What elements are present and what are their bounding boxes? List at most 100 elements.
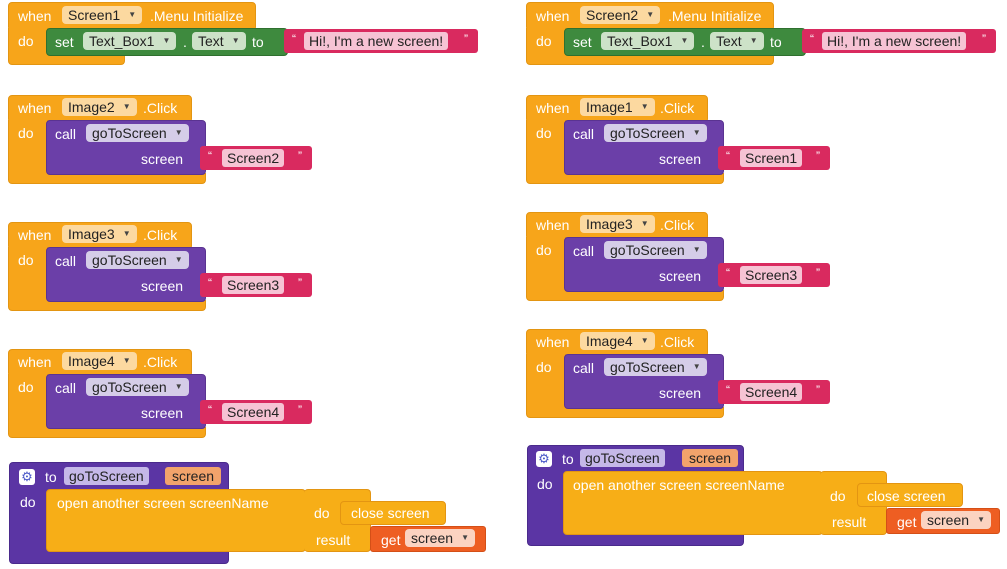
event-block-body: [8, 28, 48, 54]
get-keyword: get: [381, 532, 401, 548]
open-quote: “: [726, 149, 730, 163]
when-keyword: when: [536, 217, 570, 233]
text-string-block[interactable]: “ Screen2 ”: [200, 146, 312, 170]
variable-dropdown[interactable]: screen: [921, 511, 992, 529]
close-quote: ”: [816, 383, 820, 397]
procedure-param[interactable]: screen: [682, 449, 739, 467]
call-keyword: call: [573, 243, 595, 259]
close-quote: ”: [298, 276, 302, 290]
component-dropdown[interactable]: Screen1: [62, 6, 143, 24]
do-keyword: do: [830, 488, 846, 504]
text-string-value[interactable]: Hi!, I'm a new screen!: [822, 32, 967, 50]
text-string-block[interactable]: “ Screen1 ”: [718, 146, 830, 170]
text-string-value[interactable]: Screen4: [740, 383, 803, 401]
call-keyword: call: [55, 126, 77, 142]
set-keyword: set: [55, 34, 74, 50]
component-dropdown[interactable]: Screen2: [580, 6, 661, 24]
event-block-body: [526, 120, 566, 173]
text-string-block[interactable]: “ Screen3 ”: [718, 263, 830, 287]
text-string-value[interactable]: Screen3: [222, 276, 285, 294]
procedure-dropdown[interactable]: goToScreen: [604, 124, 707, 142]
variable-dropdown[interactable]: screen: [405, 529, 476, 547]
event-name: .Click: [143, 100, 178, 116]
property-dropdown[interactable]: Text: [710, 32, 764, 50]
component-dropdown[interactable]: Image3: [62, 225, 137, 243]
do-keyword: do: [314, 505, 330, 521]
screen-arg-label: screen: [659, 151, 702, 167]
close-quote: ”: [982, 32, 986, 46]
event-block-footer: [8, 300, 206, 311]
text-string-block[interactable]: “ Screen4 ”: [718, 380, 830, 404]
to-keyword: to: [252, 34, 264, 50]
close-quote: ”: [298, 403, 302, 417]
when-keyword: when: [536, 8, 570, 24]
open-quote: “: [208, 276, 212, 290]
property-dropdown[interactable]: Text: [192, 32, 246, 50]
procedure-dropdown[interactable]: goToScreen: [86, 251, 189, 269]
text-string-block[interactable]: “ Hi!, I'm a new screen! ”: [284, 29, 478, 53]
close-screen-block[interactable]: [340, 501, 446, 525]
when-keyword: when: [18, 8, 52, 24]
text-string-value[interactable]: Screen1: [740, 149, 803, 167]
procedure-name[interactable]: goToScreen: [580, 449, 665, 467]
when-keyword: when: [536, 100, 570, 116]
text-string-value[interactable]: Screen4: [222, 403, 285, 421]
open-quote: “: [292, 32, 296, 46]
open-another-screen-label: open another screen screenName: [57, 495, 269, 511]
procedure-dropdown[interactable]: goToScreen: [86, 124, 189, 142]
target-component-dropdown[interactable]: Text_Box1: [83, 32, 177, 50]
call-keyword: call: [55, 253, 77, 269]
text-string-value[interactable]: Screen2: [222, 149, 285, 167]
gear-icon[interactable]: ⚙: [19, 469, 35, 485]
procedure-name[interactable]: goToScreen: [64, 467, 149, 485]
component-dropdown[interactable]: Image4: [580, 332, 655, 350]
procedure-param[interactable]: screen: [165, 467, 222, 485]
event-name: .Click: [143, 227, 178, 243]
procedure-dropdown[interactable]: goToScreen: [86, 378, 189, 396]
text-string-block[interactable]: “ Hi!, I'm a new screen! ”: [802, 29, 996, 53]
event-block-body: [8, 374, 48, 427]
to-keyword: to: [770, 34, 782, 50]
component-dropdown[interactable]: Image1: [580, 98, 655, 116]
screen-arg-label: screen: [659, 268, 702, 284]
procedure-dropdown[interactable]: goToScreen: [604, 358, 707, 376]
when-keyword: when: [18, 227, 52, 243]
component-dropdown[interactable]: Image4: [62, 352, 137, 370]
event-name: .Click: [660, 100, 695, 116]
result-keyword: result: [832, 514, 867, 530]
open-another-screen-block[interactable]: [46, 489, 306, 552]
dot-separator: .: [701, 34, 705, 50]
text-string-value[interactable]: Screen3: [740, 266, 803, 284]
close-quote: ”: [298, 149, 302, 163]
screen-arg-label: screen: [141, 278, 184, 294]
open-quote: “: [726, 383, 730, 397]
to-keyword: to: [562, 451, 574, 467]
close-screen-label: close screen: [351, 505, 430, 521]
do-keyword: do: [18, 125, 34, 141]
close-quote: ”: [816, 266, 820, 280]
text-string-value[interactable]: Hi!, I'm a new screen!: [304, 32, 449, 50]
gear-icon[interactable]: ⚙: [536, 451, 552, 467]
component-dropdown[interactable]: Image2: [62, 98, 137, 116]
do-keyword: do: [18, 33, 34, 49]
call-keyword: call: [573, 360, 595, 376]
screen-arg-label: screen: [659, 385, 702, 401]
event-block-footer: [526, 173, 724, 184]
when-keyword: when: [536, 334, 570, 350]
close-screen-label: close screen: [867, 488, 946, 504]
do-keyword: do: [536, 125, 552, 141]
close-quote: ”: [816, 149, 820, 163]
event-name: .Menu Initialize: [668, 8, 762, 24]
do-keyword: do: [537, 476, 553, 492]
target-component-dropdown[interactable]: Text_Box1: [601, 32, 695, 50]
dot-separator: .: [183, 34, 187, 50]
procedure-dropdown[interactable]: goToScreen: [604, 241, 707, 259]
text-string-block[interactable]: “ Screen4 ”: [200, 400, 312, 424]
call-keyword: call: [55, 380, 77, 396]
text-string-block[interactable]: “ Screen3 ”: [200, 273, 312, 297]
event-name: .Click: [660, 217, 695, 233]
do-keyword: do: [536, 33, 552, 49]
component-dropdown[interactable]: Image3: [580, 215, 655, 233]
close-screen-block[interactable]: [857, 483, 963, 507]
event-block-footer: [8, 54, 125, 65]
